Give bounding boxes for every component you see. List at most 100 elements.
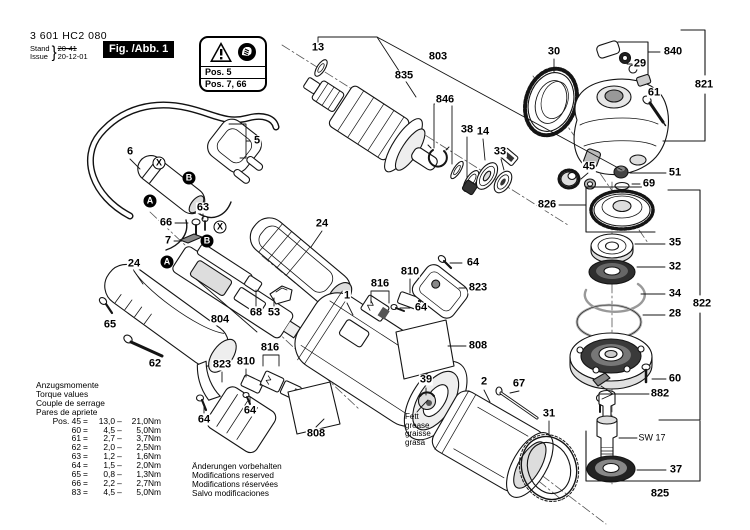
torque-row: 62=2,0–2,5Nm <box>71 442 161 453</box>
part-number-label: 840 <box>662 45 684 58</box>
part-number-label: 2 <box>479 375 489 388</box>
part-number-label: 803 <box>427 50 449 63</box>
part-number-label: 60 <box>667 372 683 385</box>
torque-heading: Anzugsmomente <box>36 380 99 390</box>
screw-64b <box>390 303 405 312</box>
seal-32 <box>588 259 636 285</box>
warning-box: Pos. 5 Pos. 7, 66 <box>199 36 267 92</box>
part-number-label: 30 <box>546 45 562 58</box>
washer-846 <box>450 160 464 180</box>
torque-row: 65=0,8–1,3Nm <box>71 469 161 480</box>
part-number-label: 51 <box>667 166 683 179</box>
part-number-label: 823 <box>467 281 489 294</box>
part-number-label: 816 <box>369 277 391 290</box>
stand-value: 20-41 <box>57 44 77 53</box>
torque-row: 83=4,5–5,0Nm <box>71 486 161 497</box>
part-number-label: 64 <box>196 413 212 426</box>
part-number-label: 34 <box>667 287 683 300</box>
part-number-label: 24 <box>126 257 142 270</box>
warning-pos-2: Pos. 7, 66 <box>205 79 247 89</box>
note-line: Modifications réservées <box>192 480 279 489</box>
armature <box>303 77 438 173</box>
torque-heading: Torque values <box>36 388 89 399</box>
circled-letter-marker: B <box>200 234 214 248</box>
part-number-label: 61 <box>646 86 662 99</box>
screw-63 <box>201 215 209 231</box>
part-number-label: 67 <box>511 377 527 390</box>
torque-heading: Couple de serrage <box>36 397 105 408</box>
part-number-label: 35 <box>667 236 683 249</box>
part-number-label: 28 <box>667 307 683 320</box>
circled-letter-marker: A <box>160 255 174 269</box>
circled-letter-marker: B <box>182 171 196 185</box>
stand-issue: Stand Issue } 20-41 20-12-01 <box>30 43 107 62</box>
window-808b <box>287 381 341 435</box>
part-number-label: 38 <box>459 123 475 136</box>
brush-holder-816a <box>360 294 390 322</box>
cover-823a <box>411 264 469 319</box>
grease-line: grasa <box>405 437 426 447</box>
part-number-label: 808 <box>305 427 327 440</box>
part-number-label: 45 <box>581 160 597 173</box>
grease-line: Fett <box>405 412 419 421</box>
brace: } <box>51 43 57 62</box>
part-number-label: 6 <box>125 145 135 158</box>
part-number-label: 64 <box>413 301 429 314</box>
clamp-parts-45 <box>557 168 597 190</box>
part-number-label: 62 <box>147 357 163 370</box>
part-number-label: 804 <box>209 313 231 326</box>
group-brackets <box>585 29 706 482</box>
part-number-label: 53 <box>266 306 282 319</box>
part-number-label: 822 <box>691 297 713 310</box>
part-number-label: 7 <box>163 234 173 247</box>
small-parts-840 <box>596 40 652 87</box>
part-number-label: 69 <box>641 177 657 190</box>
part-number-label: 5 <box>252 134 262 147</box>
part-number-label: 68 <box>248 306 264 319</box>
note-line: Modifications reserved <box>192 471 274 480</box>
torque-row: 64=1,5–2,0Nm <box>71 460 161 471</box>
clip-53 <box>269 285 293 305</box>
bearing-flange <box>569 332 653 390</box>
warning-triangle-icon <box>210 42 232 62</box>
screw-64c <box>242 391 251 405</box>
spindle <box>596 389 618 463</box>
part-number-label: 823 <box>211 358 233 371</box>
part-number-label: 14 <box>475 125 491 138</box>
washer-13 <box>314 59 328 77</box>
part-number-label: 24 <box>314 217 330 230</box>
part-number-label: 66 <box>158 216 174 229</box>
part-number-label: 821 <box>693 78 715 91</box>
header: 3 601 HC2 080 Stand Issue } 20-41 20-12-… <box>30 30 107 61</box>
part-number-label: 835 <box>393 69 415 82</box>
screw-62 <box>123 334 164 358</box>
mains-plug <box>207 118 264 184</box>
screw-60 <box>641 363 651 384</box>
window-808a <box>395 319 455 380</box>
cover-823b <box>206 386 277 454</box>
stand-label: Stand <box>30 44 50 53</box>
part-number-label: 810 <box>399 265 421 278</box>
part-number-label: 64 <box>465 256 481 269</box>
circled-letter-marker: X <box>213 220 227 234</box>
washer-69 <box>614 181 630 191</box>
part-number-label: 882 <box>649 387 671 400</box>
power-cord <box>87 101 280 220</box>
torque-row: Pos. 45=13,0–21,0Nm <box>52 415 161 426</box>
note-line: Salvo modificaciones <box>192 489 269 498</box>
issue-label: Issue <box>30 52 48 61</box>
part-number-label: 846 <box>434 93 456 106</box>
torque-row: 61=2,7–3,7Nm <box>71 433 161 444</box>
part-number-label: SW 17 <box>637 432 667 444</box>
circled-letter-marker: X <box>152 156 166 170</box>
torque-row: 66=2,2–2,7Nm <box>71 477 161 488</box>
plate-7 <box>179 233 203 244</box>
terminal-68 <box>244 275 263 293</box>
spring-ring-34 <box>583 282 646 313</box>
clamp-ring-31 <box>518 434 580 502</box>
